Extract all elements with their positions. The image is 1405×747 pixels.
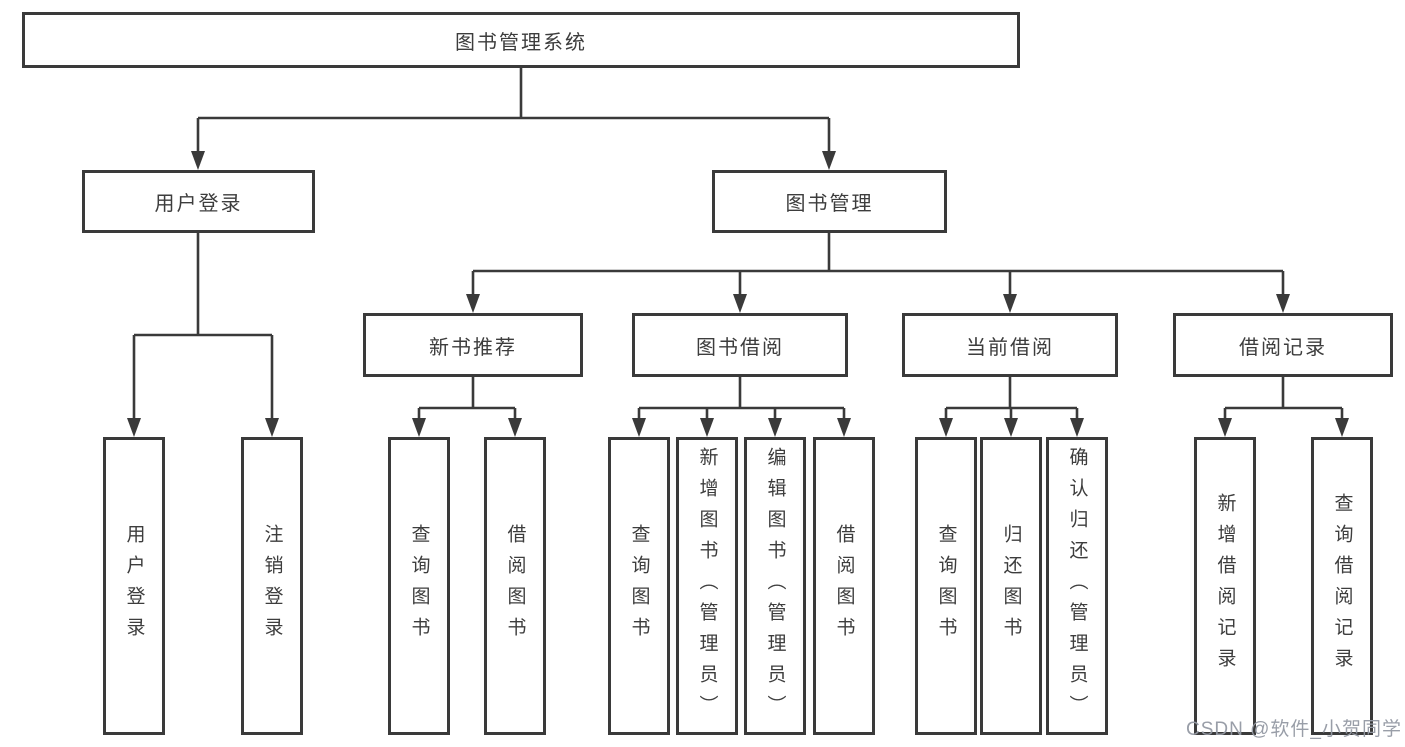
arrow-down-icon [632,418,646,437]
arrow-down-icon [508,418,522,437]
connector-book-mgmt-children [471,233,1285,296]
node-label: 借阅记录 [1239,336,1327,359]
node-label: 查询图书 [935,524,957,648]
arrow-down-icon [1218,418,1232,437]
arrow-down-icon [412,418,426,437]
node-label: 图书借阅 [696,336,784,359]
node-label: 新增借阅记录 [1214,493,1236,679]
node-leaf-confirm-return-admin: 确认归还（管理员） [1046,437,1108,735]
node-leaf-return-book: 归还图书 [980,437,1042,735]
arrow-down-icon [1004,418,1018,437]
node-book-borrow: 图书借阅 [632,313,848,377]
arrow-down-icon [733,294,747,313]
arrow-down-icon [191,151,205,170]
connector-new-book-children [417,377,517,420]
node-label: 查询图书 [628,524,650,648]
node-label: 查询图书 [408,524,430,648]
node-leaf-query-books-3: 查询图书 [915,437,977,735]
arrow-down-icon [466,294,480,313]
arrow-down-icon [837,418,851,437]
node-label: 图书管理系统 [455,31,587,54]
node-leaf-borrow-books-2: 借阅图书 [813,437,875,735]
node-leaf-add-borrow-record: 新增借阅记录 [1194,437,1256,735]
node-label: 用户登录 [123,524,145,648]
connector-borrow-records-children [1223,377,1344,420]
node-borrow-records: 借阅记录 [1173,313,1393,377]
connector-book-borrow-children [637,377,846,420]
node-leaf-add-book-admin: 新增图书（管理员） [676,437,738,735]
arrow-down-icon [1003,294,1017,313]
node-leaf-user-login: 用户登录 [103,437,165,735]
arrow-down-icon [127,418,141,437]
node-leaf-query-books-1: 查询图书 [388,437,450,735]
node-label: 新书推荐 [429,336,517,359]
node-book-management: 图书管理 [712,170,947,233]
node-label: 编辑图书（管理员） [764,446,786,726]
connector-current-borrow-children [944,377,1079,420]
node-label: 归还图书 [1000,524,1022,648]
node-leaf-borrow-books-1: 借阅图书 [484,437,546,735]
node-label: 注销登录 [261,524,283,648]
node-leaf-query-books-2: 查询图书 [608,437,670,735]
csdn-watermark: CSDN @软件_小贺同学 [1186,719,1402,740]
node-leaf-query-borrow-record: 查询借阅记录 [1311,437,1373,735]
arrow-down-icon [1276,294,1290,313]
arrow-down-icon [1070,418,1084,437]
node-new-book-recommend: 新书推荐 [363,313,583,377]
connector-root-to-level2 [196,68,831,153]
arrow-down-icon [822,151,836,170]
node-user-login-branch: 用户登录 [82,170,315,233]
node-label: 用户登录 [154,193,243,215]
node-label: 新增图书（管理员） [696,446,718,726]
node-current-borrow: 当前借阅 [902,313,1118,377]
node-label: 借阅图书 [504,524,526,648]
arrow-down-icon [768,418,782,437]
node-library-management-system: 图书管理系统 [22,12,1020,68]
node-label: 借阅图书 [833,524,855,648]
arrow-down-icon [939,418,953,437]
node-label: 确认归还（管理员） [1066,446,1088,726]
node-label: 图书管理 [785,193,874,215]
connector-user-login-children [132,233,274,420]
arrow-down-icon [265,418,279,437]
arrow-down-icon [700,418,714,437]
arrow-down-icon [1335,418,1349,437]
node-label: 查询借阅记录 [1331,493,1353,679]
node-leaf-edit-book-admin: 编辑图书（管理员） [744,437,806,735]
node-leaf-logout: 注销登录 [241,437,303,735]
node-label: 当前借阅 [966,336,1054,359]
